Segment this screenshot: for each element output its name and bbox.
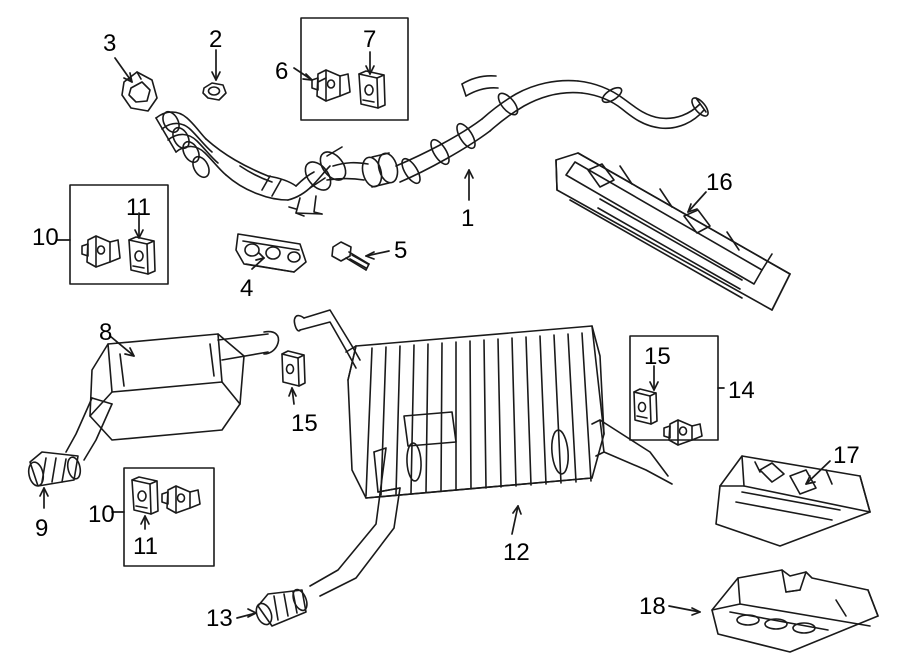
callout-10-upper: 10 xyxy=(32,224,59,251)
callout-11-upper: 11 xyxy=(126,194,151,221)
callout-11-lower: 11 xyxy=(133,533,158,560)
part-3-gasket xyxy=(121,71,158,112)
part-2-nut xyxy=(202,82,227,101)
callout-7: 7 xyxy=(363,26,377,53)
part-16-heat-shield xyxy=(555,152,791,311)
callout-2: 2 xyxy=(209,26,223,53)
callout-9: 9 xyxy=(35,515,49,542)
part-12-rear-muffler xyxy=(293,309,673,597)
part-6-7-box xyxy=(300,17,409,121)
leader-lines xyxy=(39,49,831,619)
callout-13: 13 xyxy=(206,605,233,632)
callout-4: 4 xyxy=(240,275,254,302)
callout-16: 16 xyxy=(706,169,733,196)
part-10-11-box-left xyxy=(69,184,169,285)
part-18-heat-shield-rear xyxy=(711,569,879,653)
callout-1: 1 xyxy=(461,205,475,232)
callout-17: 17 xyxy=(833,442,860,469)
callout-6: 6 xyxy=(275,58,289,85)
callout-15-right: 15 xyxy=(644,343,671,370)
callout-15-left: 15 xyxy=(291,410,318,437)
part-5-bolt xyxy=(331,241,370,271)
part-4-flange-gasket xyxy=(235,233,307,273)
part-13-tail-pipe-tip xyxy=(255,588,308,627)
callout-10-lower: 10 xyxy=(88,501,115,528)
part-17-heat-shield xyxy=(715,455,871,547)
callout-12: 12 xyxy=(503,539,530,566)
callout-5: 5 xyxy=(394,237,408,264)
callout-8: 8 xyxy=(99,319,113,346)
part-15-insulator-left xyxy=(281,350,306,387)
callout-18: 18 xyxy=(639,593,666,620)
part-8-resonator xyxy=(65,330,280,461)
part-1-front-pipe-assembly xyxy=(155,75,709,217)
callout-14: 14 xyxy=(728,377,755,404)
callout-3: 3 xyxy=(103,30,117,57)
part-9-tail-pipe-tip xyxy=(27,451,82,487)
part-10-11-box-lower xyxy=(123,467,215,567)
